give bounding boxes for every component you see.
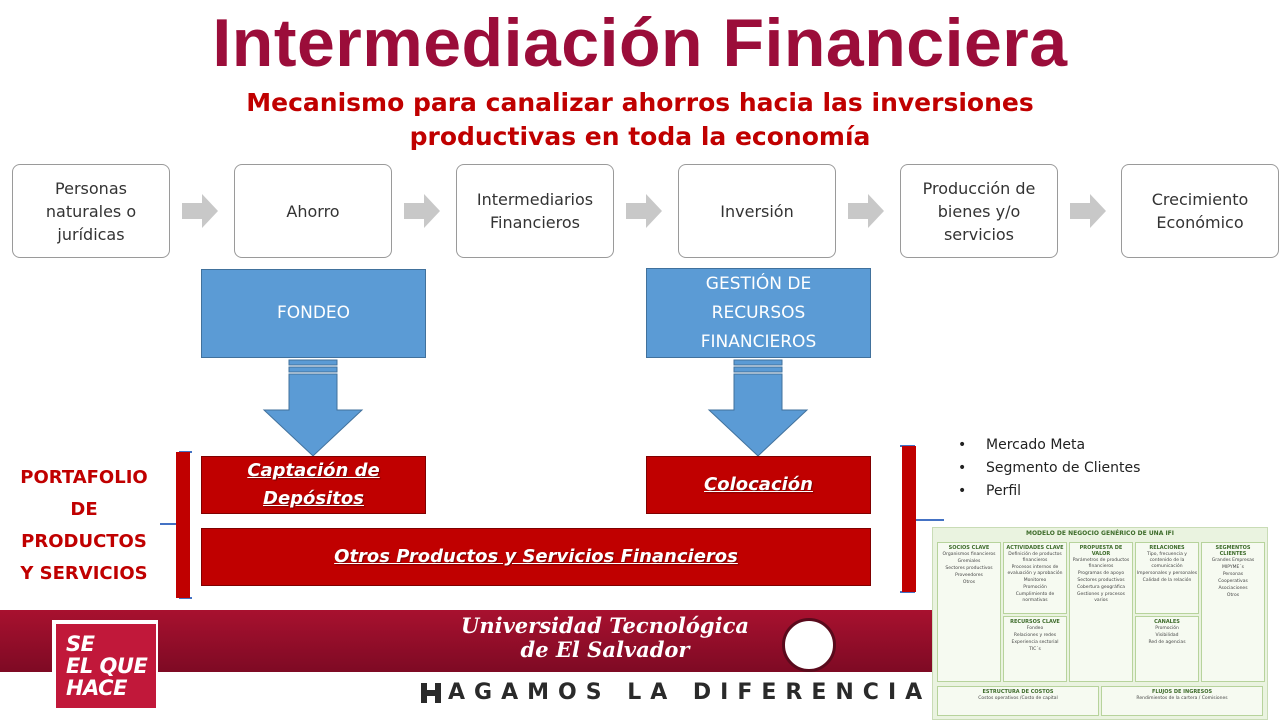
- canvas-block-heading: FLUJOS DE INGRESOS: [1151, 689, 1213, 695]
- canvas-block-heading: RECURSOS CLAVE: [1010, 619, 1060, 625]
- canvas-block-item: Proveedores: [955, 573, 983, 578]
- canvas-block-item: Definición de productos financieros: [1008, 552, 1062, 563]
- flow-arrow-icon: [404, 194, 440, 228]
- canvas-block-item: Otros: [1226, 593, 1240, 598]
- canvas-block-item: Grandes Empresas: [1211, 558, 1255, 563]
- bullet-icon: •: [958, 483, 967, 499]
- fondeo-box: FONDEO: [201, 269, 426, 358]
- canvas-block-heading: SEGMENTOS CLIENTES: [1215, 545, 1251, 557]
- canvas-block-item: Asociaciones: [1218, 586, 1248, 591]
- canvas-block-heading: ESTRUCTURA DE COSTOS: [982, 689, 1054, 695]
- portfolio-label: PORTAFOLIO DE PRODUCTOS Y SERVICIOS: [20, 467, 148, 584]
- canvas-block-heading: ACTIVIDADES CLAVE: [1006, 545, 1064, 551]
- canvas-block-item: Personas: [1222, 572, 1244, 577]
- flow-step-crecimiento: Crecimiento Económico: [1121, 164, 1279, 258]
- canvas-block-heading: PROPUESTA DE VALOR: [1079, 545, 1123, 557]
- canvas-title: MODELO DE NEGOCIO GENÉRICO DE UNA IFI: [1025, 530, 1175, 537]
- down-arrow-icon: [262, 359, 364, 457]
- canvas-block-item: Tipo, frecuencia y contenido de la comun…: [1147, 552, 1187, 569]
- target-bullet-list: •Mercado Meta •Segmento de Clientes •Per…: [958, 434, 1140, 503]
- canvas-block-item: Cooperativas: [1218, 579, 1248, 584]
- business-model-canvas: MODELO DE NEGOCIO GENÉRICO DE UNA IFI SO…: [932, 527, 1268, 720]
- h-mark-icon: [421, 683, 441, 703]
- otros-productos-box: Otros Productos y Servicios Financieros: [201, 528, 871, 586]
- flow-step-ahorro: Ahorro: [234, 164, 392, 258]
- canvas-block-item: Fondeo: [1026, 626, 1044, 631]
- list-item: •Perfil: [958, 480, 1140, 503]
- canvas-block-item: Cumplimiento de normativas: [1015, 592, 1055, 603]
- flow-step-intermediarios: Intermediarios Financieros: [456, 164, 614, 258]
- down-arrow-icon: [707, 359, 809, 457]
- colocacion-box: Colocación: [646, 456, 871, 514]
- list-item: •Segmento de Clientes: [958, 457, 1140, 480]
- captacion-depositos-box: Captación de Depósitos: [201, 456, 426, 514]
- canvas-block-item: Promoción: [1023, 585, 1047, 590]
- flow-arrow-icon: [848, 194, 884, 228]
- canvas-block-item: Parámetros de productos financieros: [1072, 558, 1130, 569]
- canvas-block-item: Sectores productivos: [1077, 578, 1125, 583]
- subtitle-line-1: Mecanismo para canalizar ahorros hacia l…: [246, 88, 1034, 117]
- flow-arrow-icon: [182, 194, 218, 228]
- canvas-block-item: Procesos internos de evaluación y aproba…: [1007, 565, 1063, 576]
- canvas-block-item: Programas de apoyo: [1077, 571, 1125, 576]
- canvas-block-item: MIPYME´s: [1222, 565, 1244, 570]
- university-seal-icon: [782, 618, 836, 672]
- list-item: •Mercado Meta: [958, 434, 1140, 457]
- canvas-block-item: Impersonales y personales: [1136, 571, 1198, 576]
- flow-arrow-icon: [1070, 194, 1106, 228]
- canvas-block-item: Sectores productivos: [945, 566, 993, 571]
- bullet-icon: •: [958, 460, 967, 476]
- subtitle-line-2: productivas en toda la economía: [409, 122, 871, 151]
- bullet-icon: •: [958, 437, 967, 453]
- canvas-block-item: Calidad de la relación: [1142, 578, 1192, 583]
- university-name: Universidad Tecnológica de El Salvador: [461, 613, 749, 662]
- canvas-block-heading: RELACIONES: [1149, 545, 1185, 551]
- canvas-block-item: Rendimientos de la cartera / Comisiones: [1136, 696, 1228, 701]
- se-el-que-hace-logo: SE EL QUE HACE: [56, 624, 156, 708]
- canvas-block-item: Organismos financieros: [942, 552, 996, 557]
- right-bracket: [900, 445, 944, 593]
- canvas-block-item: Monitoreo: [1023, 578, 1047, 583]
- flow-step-produccion: Producción de bienes y/o servicios: [900, 164, 1058, 258]
- slogan: AGAMOS LA DIFERENCIA: [448, 680, 932, 705]
- flow-arrow-icon: [626, 194, 662, 228]
- canvas-block-item: Otros: [962, 580, 976, 585]
- canvas-block-item: Gremiales: [957, 559, 981, 564]
- canvas-block-item: Costos operativos /Costo de capital: [978, 696, 1058, 701]
- canvas-block-item: Visibilidad: [1155, 633, 1179, 638]
- page-subtitle: Mecanismo para canalizar ahorros hacia l…: [240, 86, 1040, 154]
- canvas-block-item: Experiencia sectorial: [1011, 640, 1059, 645]
- left-bracket: [160, 451, 192, 599]
- canvas-block-heading: SOCIOS CLAVE: [948, 545, 990, 551]
- canvas-block-item: TIC´s: [1029, 647, 1041, 652]
- canvas-block-item: Cobertura geográfica: [1077, 585, 1125, 590]
- gestion-recursos-box: GESTIÓN DE RECURSOS FINANCIEROS: [646, 268, 871, 358]
- canvas-block-item: Red de agencias: [1148, 640, 1186, 645]
- canvas-block-heading: CANALES: [1154, 619, 1180, 625]
- canvas-block-item: Promoción: [1155, 626, 1179, 631]
- flow-step-inversion: Inversión: [678, 164, 836, 258]
- canvas-block-item: Gestiones y procesos varios: [1077, 592, 1125, 603]
- canvas-block-item: Relaciones y redes: [1013, 633, 1057, 638]
- page-title: Intermediación Financiera: [212, 5, 1068, 81]
- flow-step-personas: Personas naturales o jurídicas: [12, 164, 170, 258]
